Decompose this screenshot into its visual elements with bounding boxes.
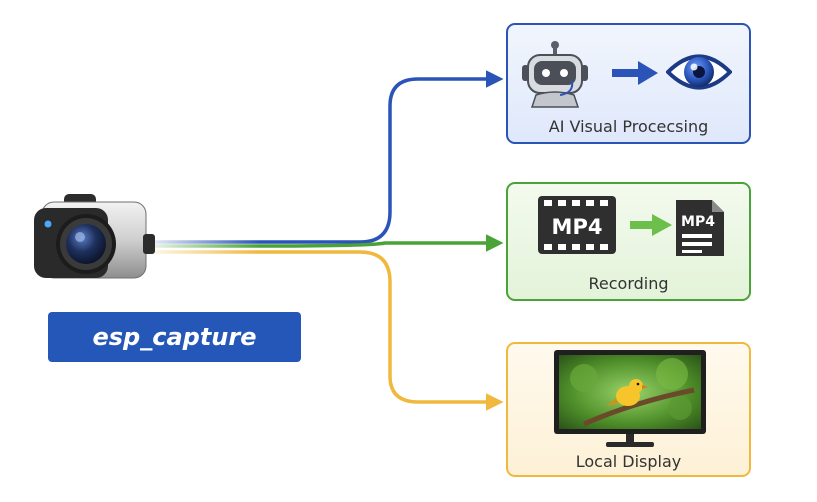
mp4-file-text: MP4 [681,214,715,230]
robot-icon [522,41,588,108]
recording-box: MP4 MP4 Recording [506,182,751,301]
arrow-right-icon [612,61,658,85]
mp4-film-icon: MP4 [538,196,616,254]
local-display-box: Local Display [506,342,751,477]
recording-label: Recording [588,274,669,293]
mp4-file-icon: MP4 [676,200,724,256]
wire-to-display-main [260,250,504,411]
mp4-film-text: MP4 [552,215,603,239]
arrow-right-icon [630,214,672,236]
ai-visual-processing-box: AI Visual Procecsing [506,23,751,144]
esp-capture-label: esp_capture [48,312,301,362]
camera-icon [34,194,155,279]
wire-to-ai-main [260,70,504,244]
eye-icon [666,54,732,90]
ai-visual-processing-label: AI Visual Procecsing [548,117,709,136]
wire-to-recording-main [259,234,504,252]
monitor-bird-icon [554,350,706,447]
local-display-label: Local Display [575,452,682,471]
